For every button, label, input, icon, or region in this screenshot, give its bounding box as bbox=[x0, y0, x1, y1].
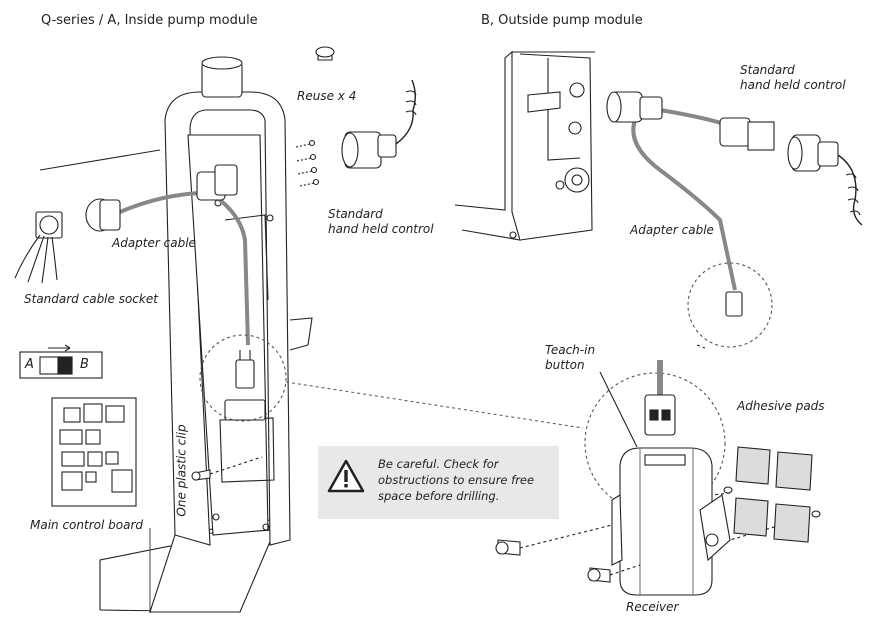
switch-label-a: A bbox=[25, 357, 34, 372]
warning-text: Be careful. Check for obstructions to en… bbox=[378, 457, 535, 503]
label-standard-cable-socket: Standard cable socket bbox=[24, 292, 158, 306]
label-adapter-cable-right: Adapter cable bbox=[630, 223, 714, 237]
label-reuse-screws: Reuse x 4 bbox=[297, 89, 357, 103]
label-teach-in-line1: Teach-in bbox=[545, 343, 596, 357]
label-standard-hhc-left-line1: Standard bbox=[328, 207, 383, 221]
header-outside-pump-module: B, Outside pump module bbox=[481, 13, 643, 28]
label-teach-in-button: Teach-in button bbox=[545, 343, 595, 373]
outside-pump-module bbox=[454, 50, 863, 596]
label-main-control-board: Main control board bbox=[30, 518, 143, 532]
label-one-plastic-clip: One plastic clip bbox=[174, 424, 189, 517]
label-standard-hhc-right: Standard hand held control bbox=[740, 63, 846, 93]
label-adhesive-pads: Adhesive pads bbox=[737, 399, 825, 413]
label-teach-in-line2: button bbox=[545, 358, 585, 372]
detail-leader-line bbox=[285, 381, 584, 429]
header-inside-pump-module: Q-series / A, Inside pump module bbox=[41, 13, 258, 28]
inside-pump-module bbox=[14, 46, 417, 613]
label-standard-hhc-right-line2: hand held control bbox=[740, 78, 846, 92]
label-adapter-cable-left: Adapter cable bbox=[112, 236, 196, 250]
label-standard-hhc-left-line2: hand held control bbox=[328, 222, 434, 236]
warning-triangle-icon bbox=[327, 459, 365, 493]
switch-label-b: B bbox=[80, 357, 89, 372]
label-receiver: Receiver bbox=[626, 600, 679, 614]
label-standard-hhc-left: Standard hand held control bbox=[328, 207, 434, 237]
label-standard-hhc-right-line1: Standard bbox=[740, 63, 795, 77]
warning-panel: Be careful. Check for obstructions to en… bbox=[318, 446, 559, 519]
